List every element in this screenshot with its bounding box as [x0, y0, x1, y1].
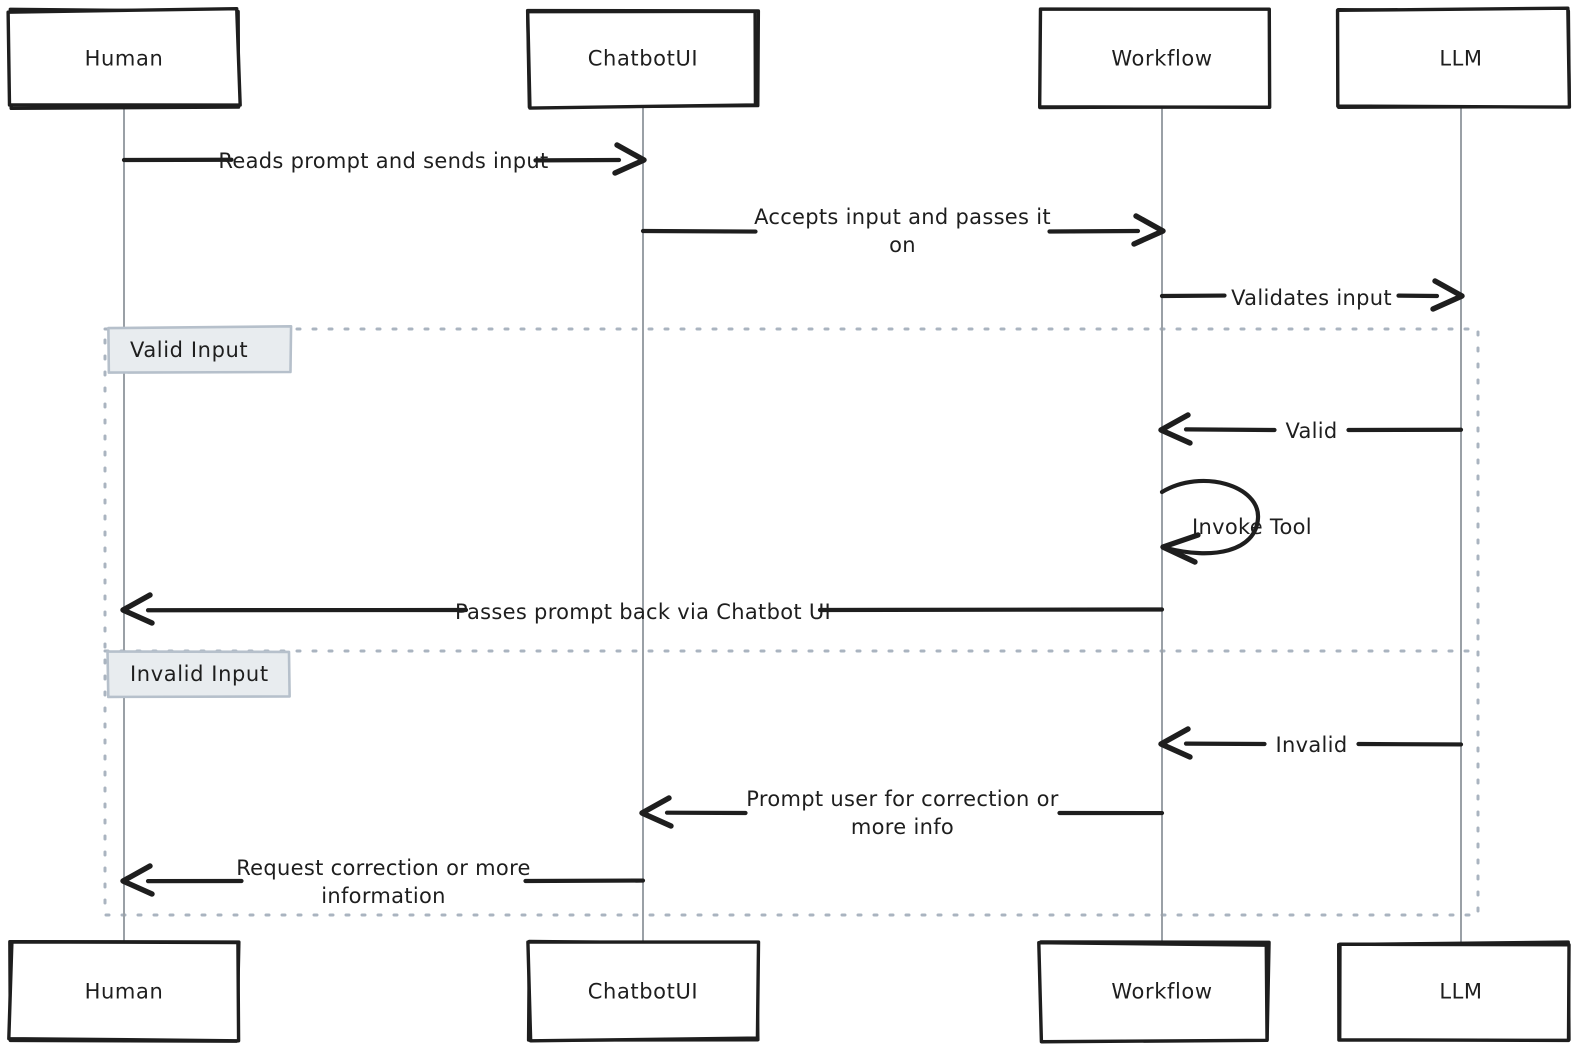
- participant-label-llm: LLM: [1439, 980, 1482, 1004]
- message-label-line-2: information: [321, 884, 446, 908]
- lifelines-group: [123, 107, 1462, 943]
- message-m6[interactable]: Passes prompt back via Chatbot UI: [120, 592, 1165, 626]
- arrow-head: [120, 863, 155, 897]
- message-m7[interactable]: Invalid: [1158, 726, 1464, 760]
- box-outline-sketch: [1037, 940, 1269, 1044]
- message-label: Passes prompt back via Chatbot UI: [455, 600, 831, 624]
- arrow-head: [120, 592, 155, 626]
- self-loop-line: [1159, 478, 1261, 556]
- message-line-right: [1047, 228, 1141, 234]
- alt-segment-tab-invalid-input[interactable]: Invalid Input: [106, 650, 291, 699]
- message-label-line-2: on: [889, 233, 916, 257]
- message-m1[interactable]: Reads prompt and sends input: [121, 142, 647, 176]
- participant-label-chatbotui: ChatbotUI: [588, 980, 698, 1004]
- box-outline-sketch: [6, 6, 242, 107]
- arrow-head: [639, 795, 674, 829]
- participant-label-human: Human: [85, 47, 164, 71]
- participant-box-human-top[interactable]: Human: [6, 6, 242, 111]
- arrow-head: [612, 142, 647, 176]
- participant-label-chatbotui: ChatbotUI: [588, 47, 698, 71]
- alt-segment-tab-valid-input[interactable]: Valid Input: [107, 325, 293, 374]
- arrow-head: [1430, 278, 1465, 312]
- message-label-line-2: more info: [851, 815, 954, 839]
- box-outline-sketch: [526, 940, 761, 1043]
- alt-tab-label: Valid Input: [130, 338, 248, 362]
- arrow-head: [1131, 213, 1166, 247]
- message-m9[interactable]: Request correction or more information: [120, 856, 646, 908]
- message-line-left: [640, 228, 758, 234]
- message-m4[interactable]: Valid: [1158, 412, 1464, 446]
- message-label-line-1: Prompt user for correction or: [746, 787, 1058, 811]
- message-m3[interactable]: Validates input: [1159, 278, 1465, 312]
- participant-box-workflow-top[interactable]: Workflow: [1037, 7, 1272, 110]
- participant-box-llm-bottom[interactable]: LLM: [1337, 940, 1571, 1043]
- message-m5[interactable]: Invoke Tool: [1159, 478, 1312, 565]
- alt-tab-rect: [107, 325, 293, 374]
- message-label: Reads prompt and sends input: [218, 149, 548, 173]
- message-m8[interactable]: Prompt user for correction or more info: [639, 787, 1165, 839]
- message-label: Invalid: [1276, 733, 1348, 757]
- message-m2[interactable]: Accepts input and passes it on: [640, 205, 1166, 257]
- message-label-line-1: Request correction or more: [236, 856, 531, 880]
- alt-block-border: [103, 327, 1480, 917]
- arrow-head: [1158, 412, 1193, 446]
- participant-box-human-bottom[interactable]: Human: [7, 939, 241, 1043]
- participant-box-chatbotui-top[interactable]: ChatbotUI: [525, 8, 761, 110]
- participant-box-workflow-bottom[interactable]: Workflow: [1037, 940, 1271, 1044]
- arrow-head: [1160, 532, 1201, 565]
- alt-tab-label: Invalid Input: [130, 662, 269, 686]
- message-line-right: [1183, 427, 1277, 433]
- participant-box-chatbotui-bottom[interactable]: ChatbotUI: [526, 939, 761, 1043]
- participant-label-human: Human: [85, 980, 164, 1004]
- box-outline-sketch: [525, 9, 758, 110]
- message-label: Invoke Tool: [1192, 515, 1312, 539]
- box-outline-sketch: [1335, 6, 1572, 109]
- participant-label-llm: LLM: [1439, 47, 1482, 71]
- alt-tab-rect: [106, 650, 291, 699]
- message-line-left: [817, 607, 1165, 613]
- participant-label-workflow: Workflow: [1111, 980, 1212, 1004]
- participant-box-llm-top[interactable]: LLM: [1335, 6, 1572, 109]
- box-outline-sketch: [7, 940, 241, 1043]
- message-label: Valid: [1285, 419, 1337, 443]
- box-outline-sketch: [1037, 7, 1272, 109]
- arrow-head: [1158, 726, 1193, 760]
- box-outline-sketch: [1338, 942, 1571, 1043]
- message-label: Validates input: [1231, 286, 1392, 310]
- alt-block-group: [103, 327, 1480, 917]
- message-label-line-1: Accepts input and passes it: [754, 205, 1051, 229]
- participant-label-workflow: Workflow: [1111, 47, 1212, 71]
